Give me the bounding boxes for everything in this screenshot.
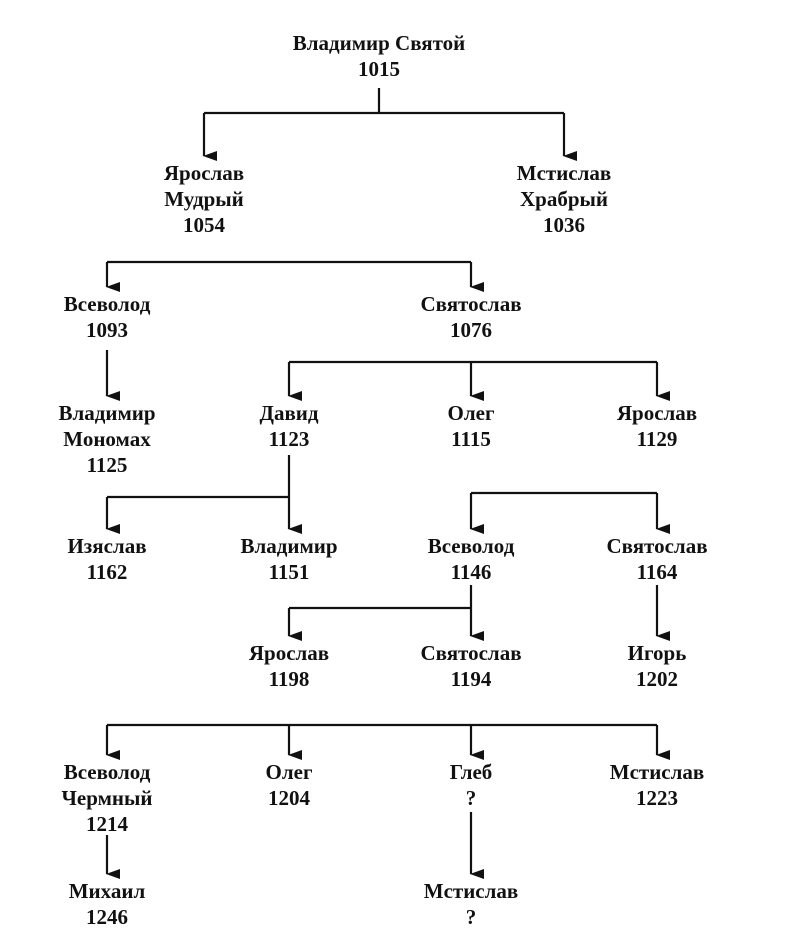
reign-year: 1054 [182,213,225,237]
name-line: Святослав [606,534,708,558]
name-line: Святослав [420,641,522,665]
person-mstislav-q: Мстислав? [424,878,519,930]
name-line: Всеволод [63,760,151,784]
reign-year: ? [465,786,477,810]
reign-year: 1162 [86,560,128,584]
name-line: Всеволод [427,534,515,558]
name-line: Ярослав [248,641,330,665]
name-line: Храбрый [519,187,609,211]
reign-year: 1202 [635,667,678,691]
name-line: Владимир Святой [292,31,466,55]
name-line: Мстислав [609,760,705,784]
reign-year: 1146 [450,560,492,584]
connector-lines [105,88,670,879]
name-line: Святослав [420,292,522,316]
name-line: Всеволод [63,292,151,316]
name-line: Владимир [240,534,338,558]
name-line: Михаил [68,879,146,903]
name-line: Изяслав [67,534,147,558]
reign-year: 1123 [268,427,310,451]
reign-year: 1164 [636,560,678,584]
reign-year: 1036 [543,213,585,237]
reign-year: 1194 [450,667,492,691]
name-line: Мстислав [423,879,519,903]
reign-year: 1246 [86,905,128,929]
name-line: Ярослав [163,161,245,185]
name-line: Давид [259,401,319,425]
name-line: Олег [265,760,313,784]
reign-year: 1151 [268,560,310,584]
reign-year: 1214 [86,812,128,836]
name-line: Владимир [58,401,156,425]
reign-year: 1223 [636,786,678,810]
reign-year: 1115 [451,427,491,451]
name-line: Мстислав [516,161,612,185]
name-line: Олег [447,401,495,425]
name-line: Глеб [449,760,493,784]
reign-year: 1015 [357,57,400,81]
reign-year: 1125 [86,453,128,477]
name-line: Мудрый [164,187,244,211]
reign-year: ? [465,905,477,929]
name-line: Ярослав [616,401,698,425]
person-gleb: Глеб? [450,759,493,811]
name-line: Игорь [627,641,687,665]
reign-year: 1129 [636,427,678,451]
name-line: Чермный [61,786,153,810]
reign-year: 1093 [86,318,128,342]
reign-year: 1204 [267,786,310,810]
name-line: Мономах [63,427,151,451]
reign-year: 1198 [268,667,310,691]
reign-year: 1076 [449,318,492,342]
